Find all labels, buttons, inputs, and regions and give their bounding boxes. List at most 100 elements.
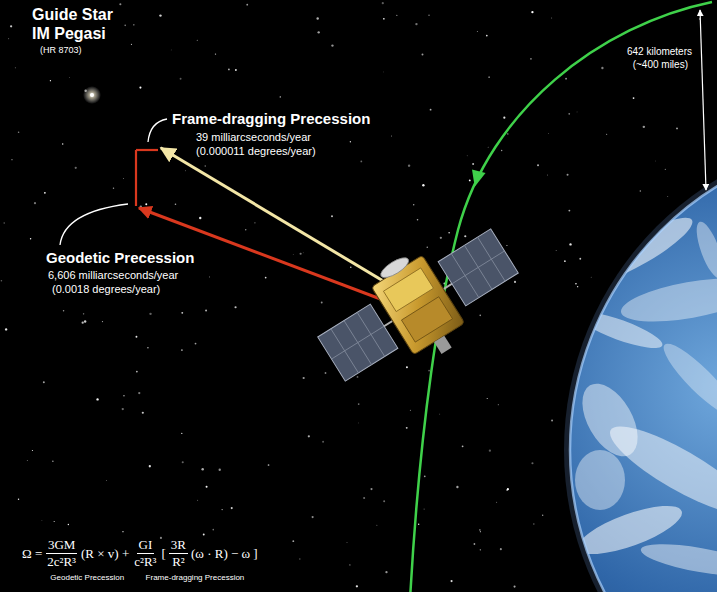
formula-fraction: 3RR² [169, 538, 188, 570]
formula-part: (ω · R) − ω ] [191, 547, 258, 561]
satellite-detail [434, 336, 452, 354]
star [180, 78, 182, 80]
star [424, 508, 425, 509]
precession-bracket [136, 149, 158, 151]
star [215, 53, 216, 54]
star [551, 420, 553, 422]
star [487, 398, 488, 399]
star [123, 395, 125, 397]
star [84, 320, 86, 322]
star [408, 164, 410, 166]
star [496, 501, 498, 503]
art-part [318, 304, 398, 381]
effect-rate: (0.0018 degrees/year) [52, 283, 160, 296]
star [385, 571, 387, 573]
star [533, 523, 535, 525]
formula-symbol: (ω · R) − ω ] [191, 546, 258, 561]
telescope-end [378, 254, 411, 281]
star [68, 77, 70, 79]
star [30, 238, 31, 239]
star [145, 203, 147, 205]
star [181, 349, 183, 351]
star [149, 313, 151, 315]
altitude-value: (~400 miles) [633, 59, 688, 71]
star [498, 404, 499, 405]
formula-part: Ω = [22, 547, 42, 561]
star [551, 17, 553, 19]
star [415, 23, 417, 25]
star [205, 309, 207, 311]
star [507, 133, 508, 134]
star [469, 180, 471, 182]
star [479, 314, 481, 316]
cloud [575, 450, 625, 510]
star [576, 111, 578, 113]
formula-numerator: 3GM [46, 538, 77, 554]
star [195, 343, 197, 345]
guide-star-glow [83, 86, 101, 104]
star [428, 15, 429, 16]
star [18, 499, 19, 500]
atmosphere-glow [564, 134, 717, 592]
star [105, 480, 107, 482]
star-catalog-id: (HR 8703) [40, 45, 82, 55]
star [349, 564, 350, 565]
star [280, 96, 281, 97]
star [428, 370, 430, 372]
leader-line [148, 119, 167, 142]
star [383, 18, 385, 20]
star [514, 281, 516, 283]
star [430, 109, 432, 111]
formula-part: (R × v) + [81, 547, 129, 561]
star [456, 486, 458, 488]
star [450, 580, 452, 582]
star [201, 468, 203, 470]
star [182, 461, 184, 463]
star-name: IM Pegasi [32, 25, 106, 43]
star [318, 31, 320, 33]
star [32, 450, 33, 451]
star [531, 11, 533, 13]
formula-denominator: 2c²R³ [45, 554, 78, 569]
star [331, 44, 333, 46]
star [133, 24, 134, 25]
star [62, 143, 64, 145]
cloud [656, 336, 717, 424]
star [83, 313, 84, 314]
star [479, 529, 480, 530]
precession-bracket [135, 150, 137, 206]
art-part [331, 326, 384, 359]
star [135, 336, 137, 338]
star [11, 159, 12, 160]
star [303, 377, 305, 379]
star [331, 215, 333, 217]
star [568, 210, 570, 212]
effect-title: Geodetic Precession [46, 249, 194, 266]
star [486, 35, 488, 37]
star [246, 4, 248, 6]
star [418, 523, 419, 524]
star [568, 113, 570, 115]
star [606, 134, 607, 135]
star [199, 217, 201, 219]
star [138, 392, 140, 394]
star [567, 174, 569, 176]
star [18, 132, 20, 134]
star [197, 499, 199, 501]
star-name: Guide Star [32, 6, 113, 24]
spin-axis-arrow [161, 148, 415, 300]
star [8, 38, 10, 40]
star [357, 422, 359, 424]
star [406, 366, 408, 368]
star [480, 531, 481, 532]
star [346, 541, 348, 543]
star [565, 78, 567, 80]
art-part [452, 251, 505, 284]
satellite-detail [401, 297, 452, 342]
formula-denominator: R² [170, 554, 187, 569]
star [170, 49, 172, 51]
star [131, 44, 132, 45]
star [10, 25, 12, 27]
star [149, 465, 151, 467]
formula-symbol: [ [162, 546, 166, 561]
